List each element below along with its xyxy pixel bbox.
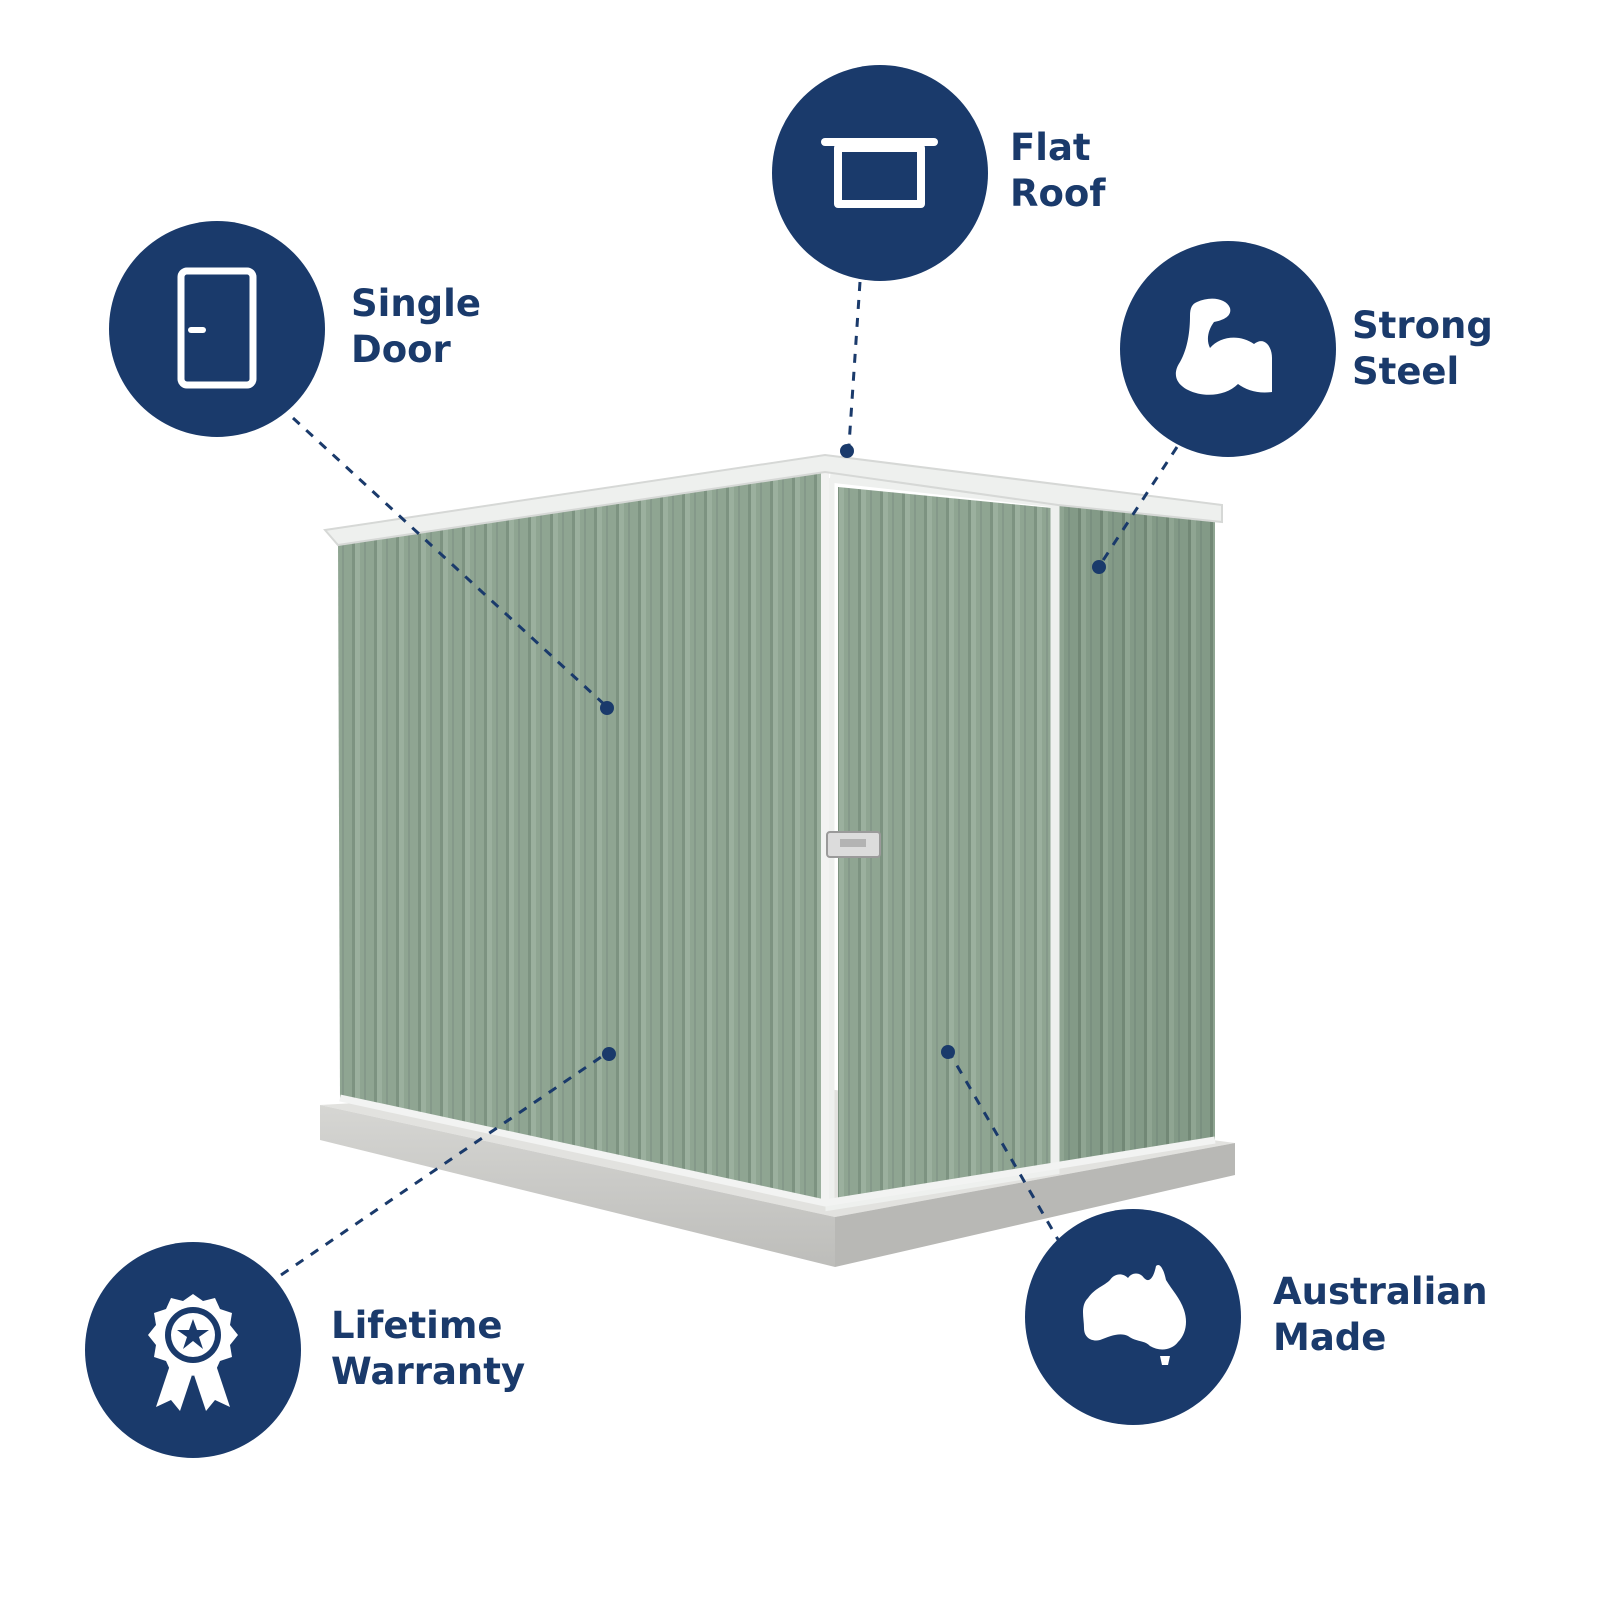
australian-made-label-line2: Made [1273, 1316, 1387, 1359]
strong-steel-badge [1120, 241, 1336, 457]
garden-shed-illustration [320, 453, 1235, 1267]
dot-australian-made [941, 1045, 955, 1059]
flat-roof-label-line1: Flat [1010, 126, 1091, 169]
single-door-label-line2: Door [351, 328, 451, 371]
connector-australian-made [946, 1049, 1062, 1244]
latch-bolt [840, 839, 866, 847]
lifetime-warranty-badge [85, 1242, 301, 1458]
flat-roof-label: Flat Roof [1010, 125, 1105, 217]
australia-map-icon [1083, 1264, 1186, 1365]
dot-lifetime-warranty [602, 1047, 616, 1061]
award-ribbon-icon [148, 1294, 238, 1411]
dot-strong-steel [1092, 560, 1106, 574]
concrete-slab-left-face [320, 1105, 835, 1267]
flat-roof-icon [821, 138, 938, 208]
australian-made-badge [1025, 1209, 1241, 1425]
strong-steel-label-line1: Strong [1352, 304, 1493, 347]
lifetime-warranty-label: Lifetime Warranty [331, 1303, 525, 1395]
dot-single-door [600, 701, 614, 715]
shed-front-panel [1058, 505, 1215, 1163]
australian-made-label-line1: Australian [1273, 1270, 1488, 1313]
connector-lines [280, 281, 1179, 1277]
single-door-badge [109, 221, 325, 437]
connector-strong-steel [1098, 446, 1179, 566]
australian-made-label: Australian Made [1273, 1269, 1488, 1361]
connector-flat-roof [847, 281, 862, 446]
single-door-label-line1: Single [351, 282, 481, 325]
flat-roof-badge [772, 65, 988, 281]
single-door-label: Single Door [351, 281, 481, 373]
bottom-trim [339, 1094, 1216, 1207]
dot-flat-roof [840, 444, 854, 458]
concrete-slab-right-face [835, 1143, 1235, 1267]
strong-steel-label-line2: Steel [1352, 350, 1460, 393]
shed-door [838, 487, 1052, 1198]
strong-steel-label: Strong Steel [1352, 303, 1493, 395]
flexed-bicep-icon [1175, 298, 1272, 395]
connector-dots [600, 444, 1106, 1061]
shed-side-wall [338, 470, 825, 1203]
lifetime-warranty-label-line1: Lifetime [331, 1304, 503, 1347]
connector-lifetime-warranty [280, 1051, 608, 1277]
door-icon [177, 267, 257, 389]
flat-roof-label-line2: Roof [1010, 172, 1106, 215]
lifetime-warranty-label-line2: Warranty [331, 1350, 526, 1393]
